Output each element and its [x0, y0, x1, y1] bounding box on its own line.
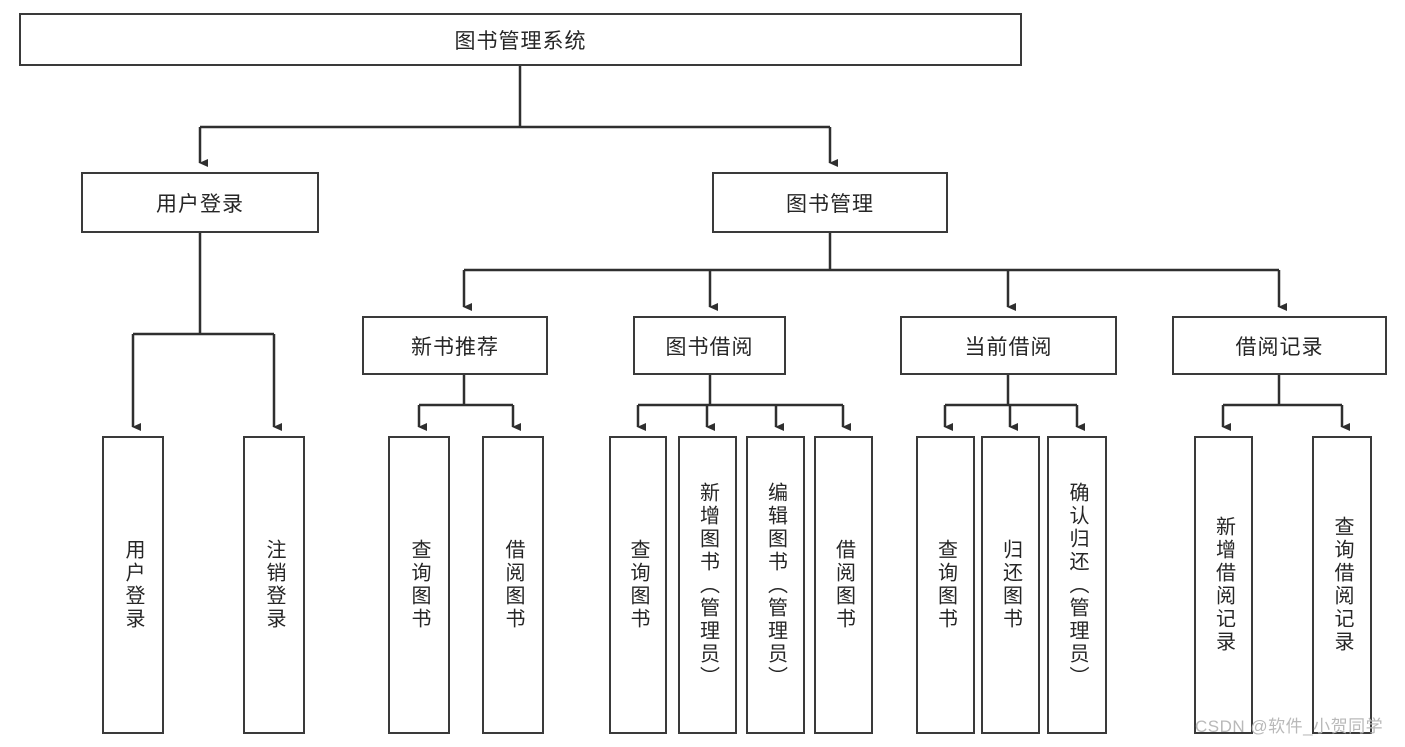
- node-level3-current-borrow[interactable]: 当前借阅: [900, 316, 1117, 375]
- node-leaf-query-borrow-record-label: 查询借阅记录: [1331, 516, 1353, 654]
- node-leaf-user-login-label: 用户登录: [122, 539, 144, 631]
- node-level3-borrow-record-label: 借阅记录: [1235, 335, 1324, 359]
- node-level3-current-borrow-label: 当前借阅: [964, 335, 1053, 359]
- node-leaf-borrow-book-recommend[interactable]: 借阅图书: [482, 436, 544, 734]
- node-leaf-confirm-return-admin-label: 确认归还（管理员）: [1066, 481, 1088, 689]
- node-leaf-logout-label: 注销登录: [263, 539, 285, 631]
- node-leaf-query-book-recommend[interactable]: 查询图书: [388, 436, 450, 734]
- node-leaf-return-book[interactable]: 归还图书: [981, 436, 1040, 734]
- node-leaf-edit-book-admin[interactable]: 编辑图书（管理员）: [746, 436, 805, 734]
- node-leaf-query-book-borrow-label: 查询图书: [627, 539, 649, 631]
- node-level2-book-management[interactable]: 图书管理: [712, 172, 948, 233]
- node-root-label: 图书管理系统: [454, 29, 587, 53]
- node-leaf-add-book-admin[interactable]: 新增图书（管理员）: [678, 436, 737, 734]
- node-level3-new-book-recommend-label: 新书推荐: [411, 335, 499, 359]
- node-level2-user-login[interactable]: 用户登录: [81, 172, 319, 233]
- node-leaf-borrow-book[interactable]: 借阅图书: [814, 436, 873, 734]
- node-leaf-query-borrow-record[interactable]: 查询借阅记录: [1312, 436, 1372, 734]
- node-level3-book-borrow-label: 图书借阅: [665, 335, 754, 359]
- node-leaf-return-book-label: 归还图书: [999, 539, 1022, 631]
- connector-lines: [131, 66, 1350, 431]
- node-leaf-query-book-current-label: 查询图书: [934, 539, 957, 631]
- node-leaf-borrow-book-recommend-label: 借阅图书: [502, 539, 524, 631]
- node-leaf-logout[interactable]: 注销登录: [243, 436, 305, 734]
- node-root[interactable]: 图书管理系统: [19, 13, 1022, 66]
- node-leaf-user-login[interactable]: 用户登录: [102, 436, 164, 734]
- node-level3-borrow-record[interactable]: 借阅记录: [1172, 316, 1387, 375]
- node-leaf-query-book-current[interactable]: 查询图书: [916, 436, 975, 734]
- node-leaf-borrow-book-label: 借阅图书: [832, 539, 855, 631]
- node-leaf-query-book-borrow[interactable]: 查询图书: [609, 436, 667, 734]
- node-level3-book-borrow[interactable]: 图书借阅: [633, 316, 786, 375]
- node-leaf-add-borrow-record-label: 新增借阅记录: [1212, 516, 1235, 654]
- node-leaf-confirm-return-admin[interactable]: 确认归还（管理员）: [1047, 436, 1107, 734]
- node-leaf-add-borrow-record[interactable]: 新增借阅记录: [1194, 436, 1253, 734]
- node-leaf-add-book-admin-label: 新增图书（管理员）: [696, 481, 719, 689]
- node-level3-new-book-recommend[interactable]: 新书推荐: [362, 316, 548, 375]
- node-leaf-query-book-recommend-label: 查询图书: [408, 539, 430, 631]
- node-level2-book-management-label: 图书管理: [786, 192, 874, 216]
- node-leaf-edit-book-admin-label: 编辑图书（管理员）: [764, 481, 787, 689]
- node-level2-user-login-label: 用户登录: [156, 192, 244, 216]
